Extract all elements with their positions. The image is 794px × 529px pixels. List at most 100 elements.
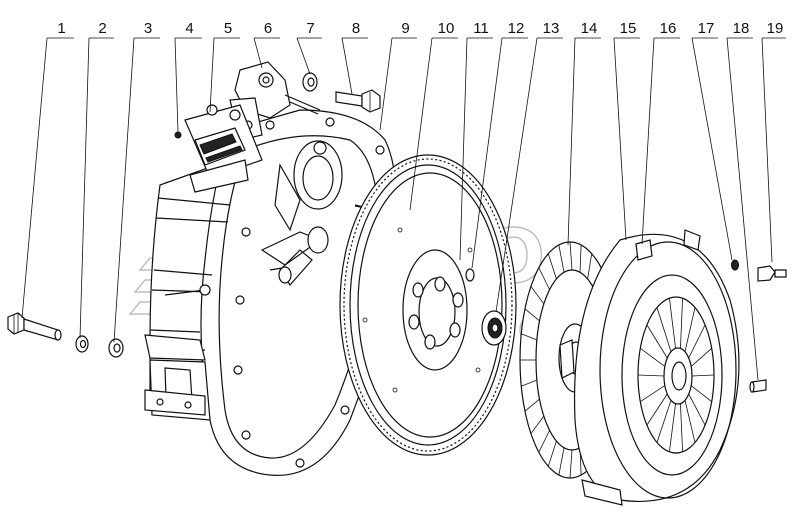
callout-number: 2 bbox=[98, 20, 106, 37]
callout-number: 11 bbox=[473, 20, 489, 37]
callout-leader bbox=[691, 37, 733, 261]
spring-finger-line bbox=[656, 400, 672, 443]
callout-number: 13 bbox=[543, 20, 560, 37]
callout-leader bbox=[495, 37, 538, 313]
disc-segment-line bbox=[587, 253, 593, 279]
disc-segment-line bbox=[558, 244, 565, 273]
spring-finger-line bbox=[656, 307, 672, 352]
disc-segment-line bbox=[530, 286, 545, 305]
callout-leader bbox=[113, 37, 135, 343]
spring-finger-line bbox=[640, 348, 666, 367]
disc-segment-line bbox=[569, 449, 573, 479]
callout-number: 6 bbox=[264, 20, 272, 37]
spring-finger-line bbox=[640, 385, 666, 403]
callout-leader bbox=[613, 37, 627, 241]
callout-16: 16 bbox=[641, 20, 680, 245]
callout-5: 5 bbox=[209, 20, 240, 113]
callout-7: 7 bbox=[296, 20, 322, 75]
callout-9: 9 bbox=[379, 20, 417, 131]
spring-finger-line bbox=[680, 298, 683, 349]
callout-number: 7 bbox=[306, 20, 314, 37]
callout-number: 19 bbox=[767, 20, 784, 37]
spring-finger-line bbox=[684, 307, 696, 352]
part-3-washer bbox=[108, 338, 124, 358]
spring-finger-line bbox=[669, 403, 676, 452]
callout-number: 10 bbox=[438, 20, 455, 37]
part-15-pressure-plate bbox=[573, 229, 740, 506]
callout-1: 1 bbox=[21, 20, 74, 319]
callout-6: 6 bbox=[253, 20, 280, 69]
spring-finger-line bbox=[646, 393, 668, 426]
part-8-bolt bbox=[335, 89, 381, 113]
disc-segment-line bbox=[521, 333, 538, 341]
spring-finger-line bbox=[688, 393, 706, 426]
spring-finger-line bbox=[691, 374, 715, 377]
disc-segment-line bbox=[524, 398, 540, 412]
callout-leader bbox=[761, 37, 773, 263]
callout-leader bbox=[209, 37, 215, 113]
callout-18: 18 bbox=[726, 20, 759, 381]
callout-number: 18 bbox=[733, 20, 750, 37]
part-6-clutch-housing bbox=[144, 109, 397, 476]
part-18-pin bbox=[749, 379, 767, 393]
callout-3: 3 bbox=[113, 20, 160, 343]
part-11-flywheel bbox=[357, 172, 503, 438]
callout-15: 15 bbox=[613, 20, 640, 241]
callout-leader bbox=[174, 37, 179, 133]
callout-13: 13 bbox=[495, 20, 563, 313]
disc-segment-line bbox=[579, 244, 582, 273]
callout-number: 1 bbox=[57, 20, 65, 37]
callout-4: 4 bbox=[174, 20, 202, 133]
disc-segment-line bbox=[547, 253, 557, 280]
spring-finger-line bbox=[690, 385, 712, 402]
callout-number: 4 bbox=[185, 20, 193, 37]
part-16-clip bbox=[635, 239, 653, 261]
callout-leader bbox=[379, 37, 393, 131]
callout-leader bbox=[726, 37, 759, 381]
disc-segment-line bbox=[558, 447, 565, 476]
callout-number: 9 bbox=[401, 20, 409, 37]
part-4-cover-plate bbox=[174, 104, 263, 193]
callout-number: 17 bbox=[698, 20, 715, 37]
callout-number: 5 bbox=[224, 20, 232, 37]
disc-segment-line bbox=[538, 430, 550, 453]
callout-leader bbox=[641, 37, 655, 245]
callout-number: 12 bbox=[508, 20, 525, 37]
disc-segment-line bbox=[530, 415, 545, 434]
part-17-washer bbox=[731, 259, 739, 271]
callout-leader bbox=[471, 37, 503, 269]
part-1-bolt bbox=[7, 312, 62, 341]
callout-number: 14 bbox=[581, 20, 598, 37]
callout-10: 10 bbox=[409, 20, 458, 211]
callout-12: 12 bbox=[471, 20, 528, 269]
callout-leader bbox=[341, 37, 353, 95]
spring-finger-line bbox=[637, 374, 665, 377]
spring-finger-line bbox=[669, 298, 676, 349]
disc-segment-line bbox=[521, 379, 538, 387]
callout-number: 16 bbox=[660, 20, 677, 37]
part-2-washer bbox=[75, 335, 89, 353]
disc-segment-line bbox=[538, 267, 550, 290]
callout-8: 8 bbox=[341, 20, 368, 95]
spring-finger-line bbox=[684, 400, 696, 443]
callout-number: 8 bbox=[352, 20, 360, 37]
callout-leader bbox=[409, 37, 433, 211]
spring-finger-line bbox=[688, 324, 706, 359]
callout-leader bbox=[21, 37, 48, 319]
spring-finger-line bbox=[646, 324, 668, 359]
disc-segment-line bbox=[569, 241, 573, 271]
callout-2: 2 bbox=[79, 20, 114, 339]
spring-finger-line bbox=[690, 348, 712, 367]
disc-segment-line bbox=[524, 308, 540, 322]
callout-leader bbox=[459, 37, 468, 261]
callout-leader bbox=[79, 37, 90, 339]
callout-11: 11 bbox=[459, 20, 493, 261]
part-13-bearing bbox=[481, 310, 507, 346]
disc-segment-line bbox=[547, 440, 557, 467]
callout-17: 17 bbox=[691, 20, 733, 261]
callout-19: 19 bbox=[761, 20, 786, 263]
part-12-dowel bbox=[465, 268, 475, 282]
